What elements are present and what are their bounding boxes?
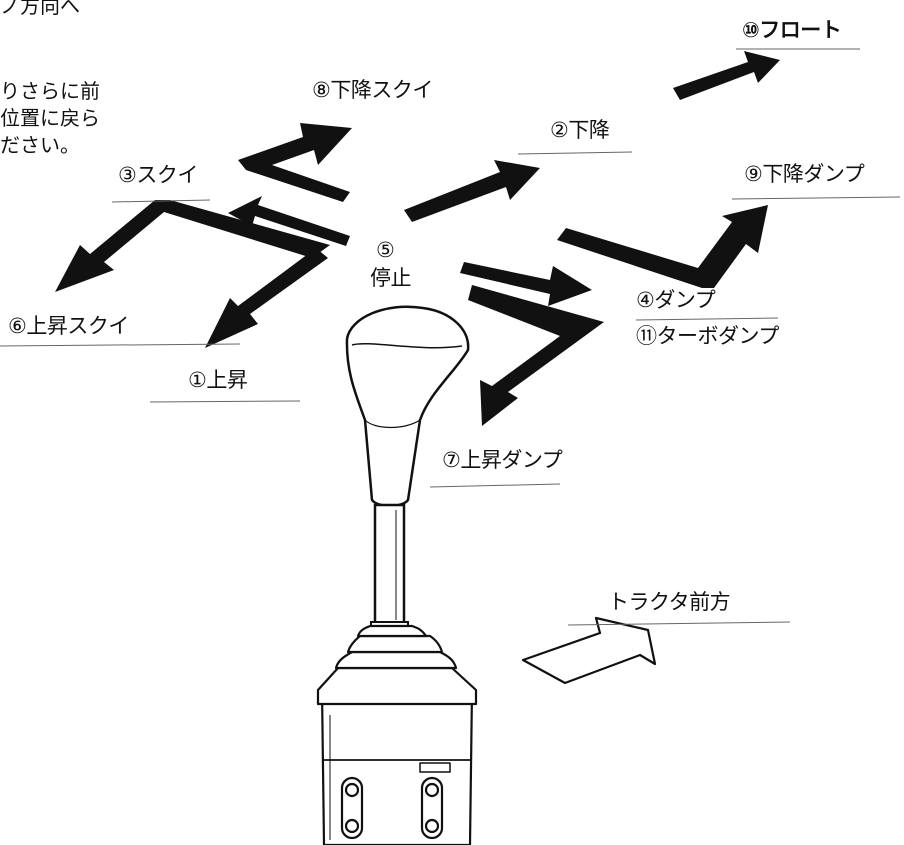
- arrow-float: [673, 51, 780, 100]
- label-float: ⑩フロート: [742, 18, 842, 42]
- label-raise: ①上昇: [188, 368, 248, 392]
- side-note-line: ださい。: [0, 133, 80, 157]
- label-stop-number: ⑤: [376, 238, 395, 262]
- arrow-lower-dump: [557, 205, 768, 288]
- label-turbo-dump: ⑪ターボダンプ: [636, 324, 779, 348]
- label-tractor-forward: トラクタ前方: [608, 590, 731, 614]
- label-lower-scoop: ⑧下降スクイ: [312, 78, 433, 102]
- joystick-base: [316, 624, 478, 845]
- label-raise-scoop: ⑥上昇スクイ: [8, 314, 129, 338]
- arrow-raise-dump: [468, 285, 604, 426]
- label-lower-dump: ⑨下降ダンプ: [744, 162, 865, 186]
- label-lower: ②下降: [550, 118, 610, 142]
- label-raise-dump: ⑦上昇ダンプ: [442, 448, 563, 472]
- arrow-forward: [521, 616, 657, 685]
- label-scoop: ③スクイ: [118, 163, 198, 187]
- arrow-dump: [460, 262, 592, 306]
- joystick-shaft: [370, 503, 409, 635]
- arrow-raise-scoop: [55, 200, 330, 292]
- arrow-raise: [205, 248, 328, 348]
- label-stop: 停止: [370, 266, 412, 290]
- joystick-knob: [345, 305, 470, 508]
- side-note-line: りさらに前: [0, 79, 100, 103]
- arrow-lower-scoop: [238, 123, 352, 202]
- header-fragment: ノ方向へ: [0, 0, 80, 18]
- label-dump: ④ダンプ: [636, 288, 716, 312]
- side-note-line: 位置に戻ら: [0, 106, 100, 130]
- side-note: りさらに前 位置に戻ら ださい。: [0, 78, 150, 159]
- arrow-scoop: [228, 196, 350, 246]
- arrow-lower: [404, 160, 540, 222]
